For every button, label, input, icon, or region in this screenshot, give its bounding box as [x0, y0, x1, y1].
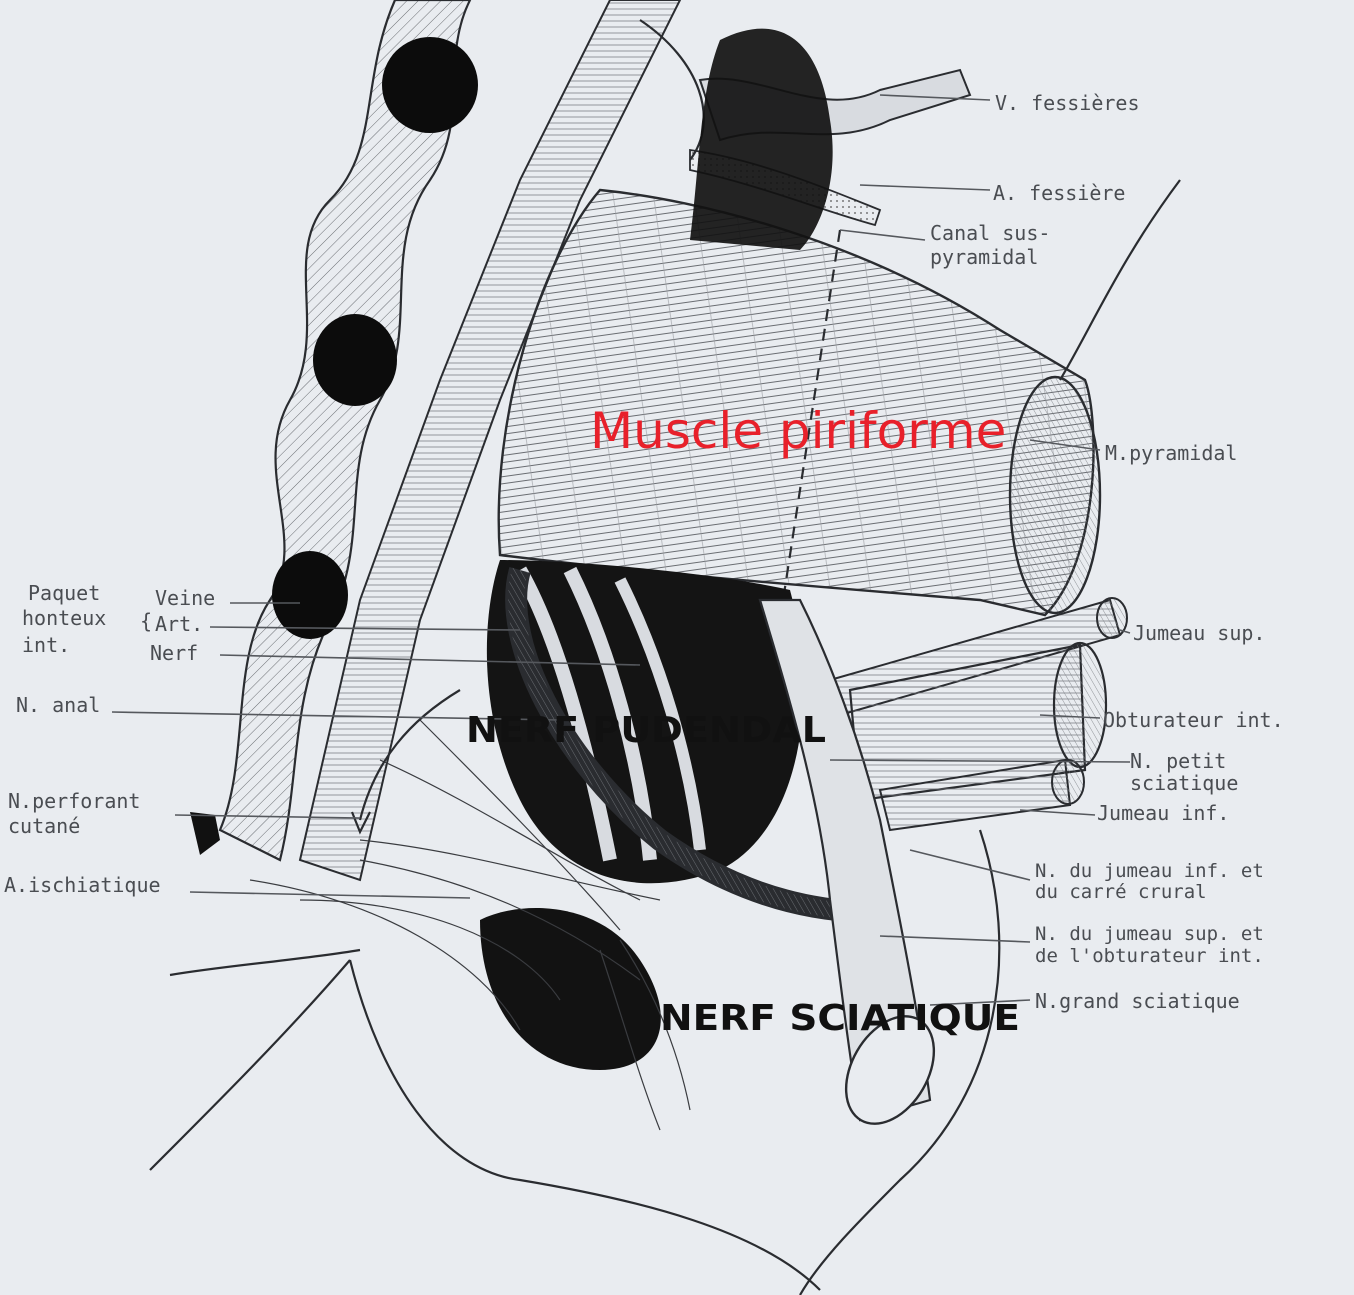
label-veine: Veine	[155, 586, 215, 610]
sacral-foramen-2	[313, 314, 397, 406]
curved-arrow	[358, 689, 461, 821]
obturator-cut-end	[1052, 641, 1108, 769]
label-m-pyramidal: M.pyramidal	[1105, 441, 1237, 465]
label-n-anal: N. anal	[16, 693, 100, 717]
upper-arc	[639, 19, 705, 161]
label-pyramidal: pyramidal	[930, 245, 1038, 269]
label-paquet: Paquet	[28, 581, 100, 605]
label-a-fessiere: A. fessière	[993, 181, 1125, 205]
lower-outline-1	[348, 959, 821, 1291]
label-nerf: Nerf	[150, 641, 198, 665]
label-canal-sus: Canal sus-	[930, 221, 1050, 245]
annotation-nerf-pudendal: NERF PUDENDAL	[466, 710, 826, 751]
sacrotuberous-band	[298, 0, 682, 882]
label-n-jumeau-inf-1: N. du jumeau inf. et	[1035, 860, 1264, 882]
sacrum-wall	[218, 0, 472, 862]
suprapiriform-foramen	[690, 28, 833, 250]
label-n-jumeau-sup-1: N. du jumeau sup. et	[1035, 923, 1264, 945]
infrapiriform-foramen	[486, 560, 804, 884]
leader-lines	[111, 94, 1131, 1006]
sciatic-nerve-cut	[844, 1015, 936, 1125]
label-n-grand-sciatique: N.grand sciatique	[1035, 989, 1240, 1013]
label-honteux: honteux	[22, 606, 106, 630]
sacral-foramen-1	[382, 37, 478, 133]
perforant-mark	[190, 812, 220, 855]
pudendal-nerve-fill	[508, 567, 866, 920]
ischial-mass	[480, 908, 661, 1070]
label-int: int.	[22, 633, 70, 657]
inferior-gemellus	[878, 758, 1072, 832]
dashed-guide	[778, 229, 842, 621]
lower-outline-2	[799, 829, 1001, 1295]
superior-gemellus-end	[1096, 597, 1128, 639]
sacral-foramen-3	[272, 551, 348, 639]
label-a-ischiatique: A.ischiatique	[4, 873, 161, 897]
left-lower-curve	[149, 959, 351, 1171]
sciatic-nerve-band	[758, 598, 932, 1122]
label-obturateur-int: Obturateur int.	[1103, 708, 1284, 732]
label-brace: {	[140, 609, 152, 633]
annotation-muscle-piriforme: Muscle piriforme	[590, 402, 1006, 460]
vessel-3	[614, 577, 706, 851]
upper-right-outline	[1059, 179, 1181, 381]
label-n-jumeau-inf-2: du carré crural	[1035, 881, 1207, 903]
label-v-fessieres: V. fessières	[995, 91, 1140, 115]
vessel-1	[513, 566, 617, 862]
left-lower-line	[169, 948, 361, 977]
label-n-perforant-2: cutané	[8, 814, 80, 838]
annotation-nerf-sciatique: NERF SCIATIQUE	[660, 998, 1020, 1039]
label-n-petit-1: N. petit	[1130, 749, 1226, 773]
label-n-jumeau-sup-2: de l'obturateur int.	[1035, 945, 1264, 967]
piriform-cut-end	[1008, 375, 1102, 615]
label-n-perforant-1: N.perforant	[8, 789, 140, 813]
inferior-gemellus-end	[1051, 759, 1085, 805]
label-n-petit-2: sciatique	[1130, 771, 1238, 795]
ligament-fan	[249, 719, 691, 1131]
label-art: Art.	[155, 612, 203, 636]
label-jumeau-inf: Jumeau inf.	[1097, 801, 1229, 825]
label-jumeau-sup: Jumeau sup.	[1133, 621, 1265, 645]
piriform-muscle	[497, 188, 1095, 617]
